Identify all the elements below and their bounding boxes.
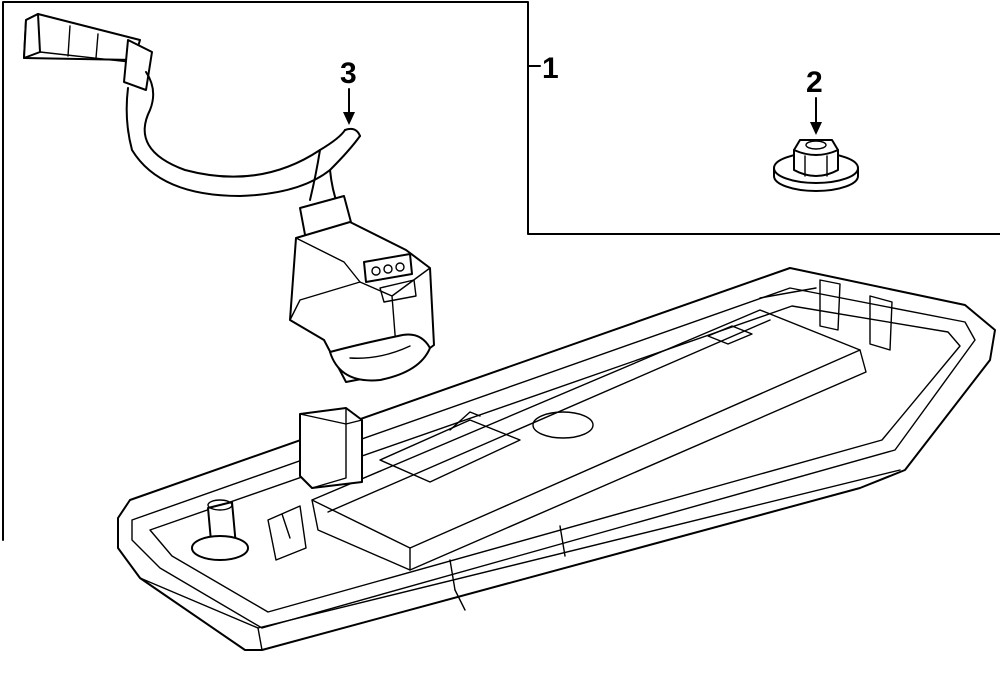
lamp-housing-part (117, 267, 996, 651)
assembly-boundary-line (2, 1, 1000, 541)
flange-nut-part (773, 139, 859, 192)
callout-1-label: 1 (542, 52, 559, 85)
callout-3-arrowhead (343, 112, 355, 125)
callout-2-label: 2 (806, 66, 823, 99)
callout-2-arrowhead (810, 122, 822, 135)
callout-3-label: 3 (340, 57, 357, 90)
camera-harness-part (23, 13, 435, 383)
